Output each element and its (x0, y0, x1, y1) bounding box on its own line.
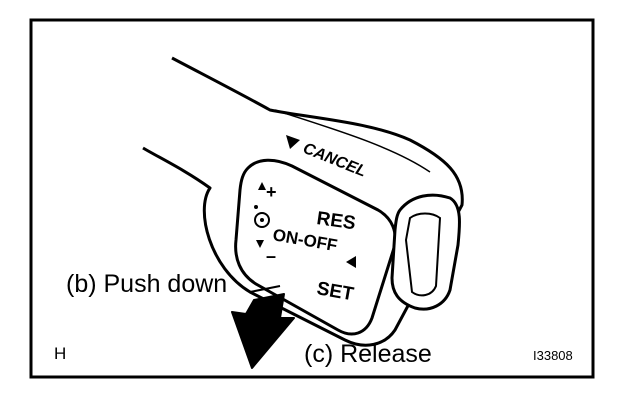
lever-contour (274, 109, 431, 173)
push-down-arrow-edge (249, 285, 281, 293)
figure-number: I33808 (533, 348, 573, 363)
down-arrow-icon (256, 240, 264, 248)
push-down-label: (b) Push down (66, 270, 227, 298)
corner-label: H (54, 344, 66, 363)
end-cap-inner (404, 212, 442, 297)
left-arrow-icon (346, 256, 356, 268)
switch-face (234, 158, 397, 336)
up-arrow-icon (258, 182, 266, 190)
cancel-arrow-icon (286, 135, 300, 149)
release-label: (c) Release (304, 340, 432, 368)
minus-label: – (266, 246, 276, 266)
cruise-icon (254, 205, 270, 228)
plus-label: + (266, 182, 277, 202)
push-down-arrow-icon (231, 293, 295, 369)
